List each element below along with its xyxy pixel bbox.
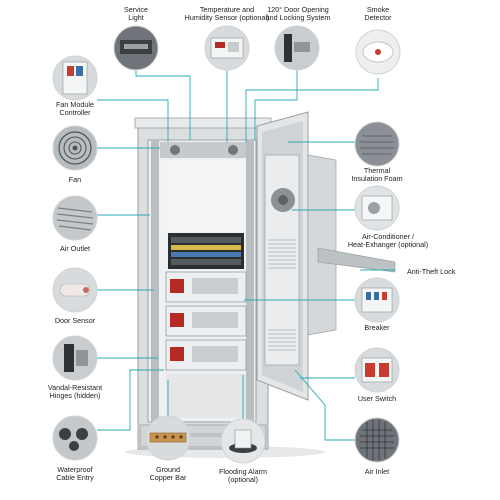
copper-bar-icon (145, 415, 191, 461)
cable-gland-icon (52, 415, 98, 461)
label-air-outlet: Air Outlet (60, 244, 90, 253)
label-air-inlet: Air Inlet (364, 467, 390, 476)
open-door (256, 111, 396, 401)
label-fan: Fan (68, 175, 82, 184)
flood-sensor-icon (220, 418, 266, 464)
sensor-board-icon (204, 25, 250, 71)
socket-icon (354, 347, 400, 393)
filter-grid-icon (354, 417, 400, 463)
door-sensor-icon (52, 267, 98, 313)
hinge-icon (52, 335, 98, 381)
label-air-conditioner: Air-Conditioner /Heat-Exhanger (optional… (347, 232, 429, 250)
outdoor-cabinet (125, 111, 396, 458)
smoke-detector-icon (355, 29, 401, 75)
fan-grille-icon (52, 125, 98, 171)
foam-icon (354, 121, 400, 167)
battery-modules (165, 271, 247, 371)
door-lock-icon (274, 25, 320, 71)
light-panel-icon (113, 25, 159, 71)
air-conditioner-icon (354, 185, 400, 231)
controller-module-icon (52, 55, 98, 101)
label-breaker: Breaker (364, 323, 390, 332)
label-door-sensor: Door Sensor (54, 316, 96, 325)
leader-lines (97, 50, 395, 441)
label-user-switch: User Switch (357, 394, 397, 403)
breaker-icon (354, 277, 400, 323)
label-anti-theft-lock: Anti-Theft Lock (407, 267, 456, 276)
label-flooding-alarm: Flooding Alarm(optional) (219, 467, 267, 485)
louver-icon (52, 195, 98, 241)
